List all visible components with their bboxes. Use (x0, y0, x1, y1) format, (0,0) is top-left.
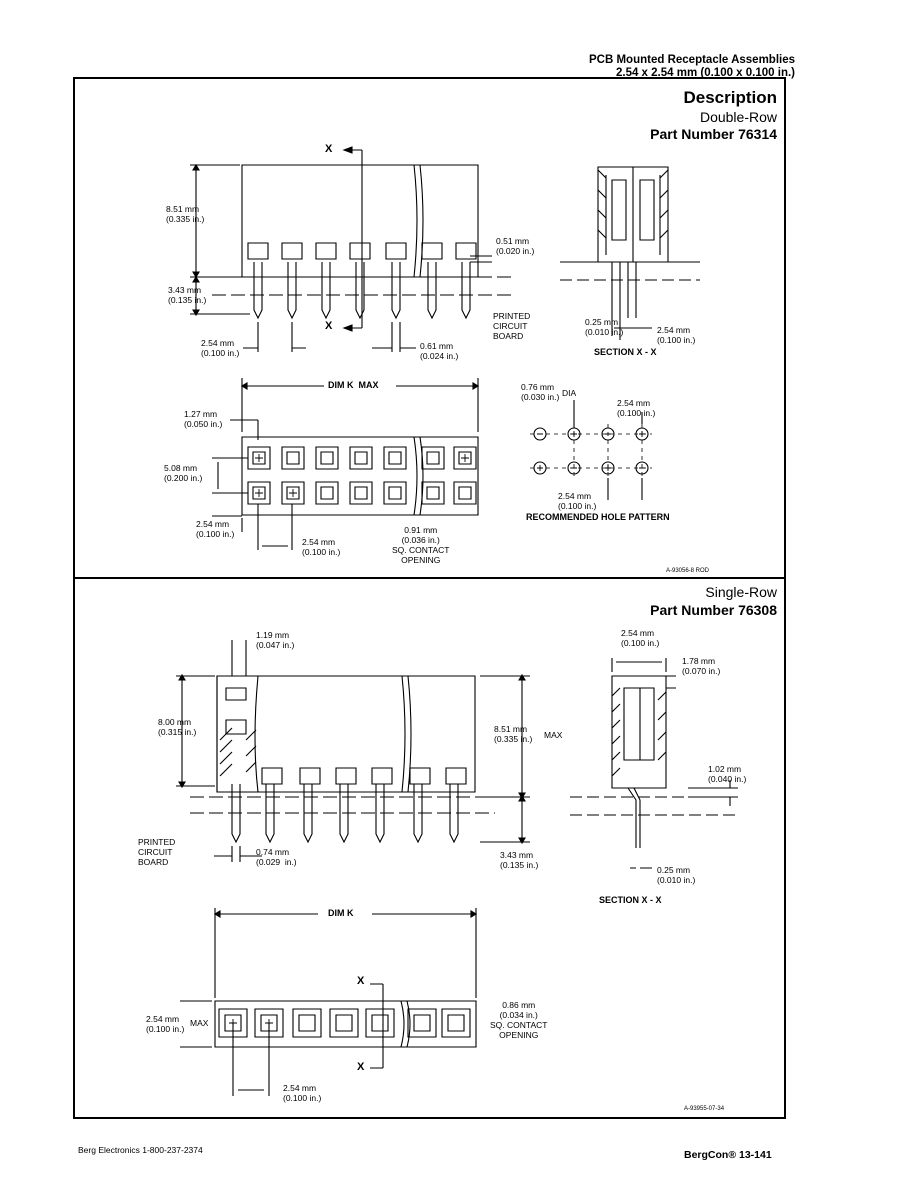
dim-section-pitch: 2.54 mm (0.100 in.) (657, 325, 696, 345)
description-title: Description (683, 88, 777, 107)
single-row-panel (73, 577, 786, 1119)
dim-hole-pitch-top: 2.54 mm (0.100 in.) (617, 398, 656, 418)
hole-pattern (530, 400, 652, 500)
dim-plan-pitch: 2.54 mm (0.100 in.) (302, 537, 341, 557)
dim-pitch-single: 2.54 mm (0.100 in.) (283, 1083, 322, 1103)
double-row-part-number: Part Number 76314 (650, 126, 777, 142)
dim-edge: 1.27 mm (0.050 in.) (184, 409, 223, 429)
footer-right: BergCon® 13-141 (684, 1149, 772, 1161)
section-label-double: SECTION X - X (594, 347, 657, 357)
dim-height-top: 8.51 mm (0.335 in.) (166, 204, 205, 224)
single-row-part-number: Part Number 76308 (650, 602, 777, 618)
header: PCB Mounted Receptacle Assemblies 2.54 x… (589, 54, 795, 80)
dim-pitch: 2.54 mm (0.100 in.) (201, 338, 240, 358)
x-mark-top: X (325, 143, 333, 155)
dim-pin-width: 0.51 mm (0.020 in.) (496, 236, 535, 256)
single-row-subtitle: Single-Row (705, 584, 777, 600)
x-mark-single-bottom: X (357, 1061, 365, 1073)
dim-section-standoff: 1.02 mm (0.040 in.) (708, 764, 747, 784)
single-row-plan-view (180, 908, 476, 1096)
label-contact-opening-single: 0.86 mm (0.034 in.) SQ. CONTACT OPENING (490, 1000, 548, 1040)
dim-section-pin: 0.25 mm (0.010 in.) (585, 317, 624, 337)
double-row-plan-view (212, 378, 478, 550)
dim-hole-dia: 0.76 mm (0.030 in.) (521, 382, 560, 402)
label-contact-opening-double: 0.91 mm (0.036 in.) SQ. CONTACT OPENING (392, 525, 450, 565)
single-row-side-view (176, 640, 530, 862)
dim-section-pin-single: 0.25 mm (0.010 in.) (657, 865, 696, 885)
dim-pin: 0.74 mm (0.029 in.) (256, 847, 297, 867)
dim-k: DIM K (328, 908, 354, 918)
dim-height-bottom: 3.43 mm (0.135 in.) (168, 285, 207, 305)
label-max: MAX (544, 730, 563, 740)
label-pcb: PRINTED CIRCUIT BOARD (493, 311, 531, 341)
dim-height: 8.00 mm (0.315 in.) (158, 717, 197, 737)
double-row-side-view (190, 147, 512, 352)
double-row-section-view (560, 167, 700, 340)
dim-hole-pitch-bottom: 2.54 mm (0.100 in.) (558, 491, 597, 511)
dim-section-pitch-single: 2.54 mm (0.100 in.) (621, 628, 660, 648)
double-row-subtitle: Double-Row (699, 109, 777, 125)
dim-row-pitch: 5.08 mm (0.200 in.) (164, 463, 203, 483)
header-line-1: PCB Mounted Receptacle Assemblies (589, 54, 795, 66)
label-pcb-single: PRINTED CIRCUIT BOARD (138, 837, 176, 867)
plan-cells (248, 447, 476, 504)
label-dia: DIA (562, 388, 577, 398)
dim-width: 2.54 mm (0.100 in.) (146, 1014, 185, 1034)
label-hole-pattern: RECOMMENDED HOLE PATTERN (526, 512, 670, 522)
footer-left: Berg Electronics 1-800-237-2374 (78, 1145, 203, 1155)
label-width-max: MAX (190, 1018, 209, 1028)
drawing-number-single: A-93955-07-34 (684, 1106, 725, 1112)
dim-pin-gap: 0.61 mm (0.024 in.) (420, 341, 459, 361)
dim-tail: 3.43 mm (0.135 in.) (500, 850, 539, 870)
drawing-number-double: A-93056-8 ROD (666, 568, 710, 574)
x-mark-bottom: X (325, 320, 333, 332)
dim-k-max: DIM K MAX (328, 380, 379, 390)
dim-height-max: 8.51 mm (0.335 in.) (494, 724, 533, 744)
x-mark-single-top: X (357, 975, 365, 987)
dim-section-depth: 1.78 mm (0.070 in.) (682, 656, 721, 676)
section-label-single: SECTION X - X (599, 895, 662, 905)
dim-bottom-pitch: 2.54 mm (0.100 in.) (196, 519, 235, 539)
single-row-section-view (570, 658, 740, 868)
header-line-2: 2.54 x 2.54 mm (0.100 x 0.100 in.) (615, 67, 795, 79)
dim-wall: 1.19 mm (0.047 in.) (256, 630, 295, 650)
